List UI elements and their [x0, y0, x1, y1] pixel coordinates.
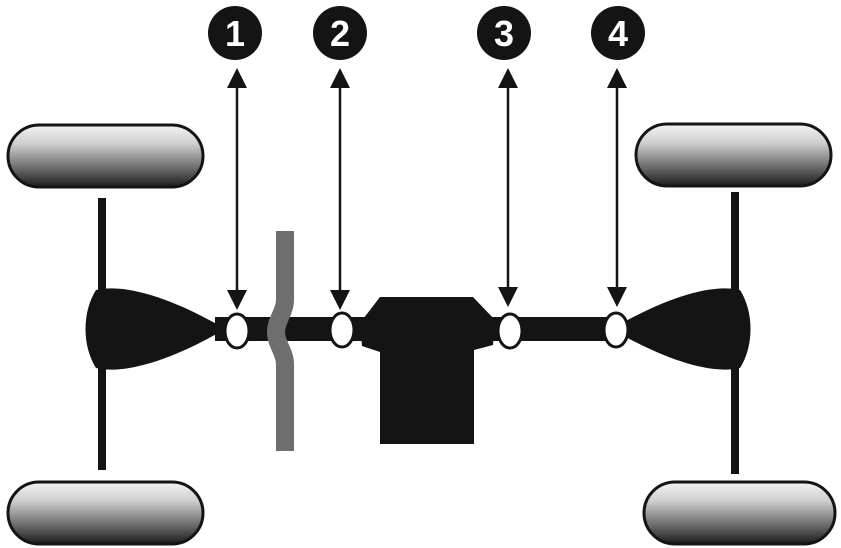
- callout-4-number: 4: [608, 13, 628, 54]
- callout-2: 2: [313, 6, 367, 60]
- joint-1: [223, 312, 251, 350]
- front-right-tire: [634, 122, 833, 188]
- transfer-case: [360, 297, 495, 444]
- joint-3: [496, 312, 524, 350]
- rear-left-tire: [6, 480, 205, 546]
- callout-2-number: 2: [330, 13, 350, 54]
- callout-1-number: 1: [225, 13, 245, 54]
- left-differential: [85, 288, 225, 370]
- rear-right-tire: [642, 480, 837, 546]
- joint-2: [328, 311, 356, 349]
- callout-1: 1: [208, 6, 262, 60]
- callout-3-number: 3: [494, 13, 514, 54]
- right-differential: [612, 288, 751, 370]
- divider-line: [266, 231, 294, 451]
- joint-4: [602, 311, 630, 349]
- callout-4: 4: [591, 6, 645, 60]
- callout-3: 3: [477, 6, 531, 60]
- front-left-tire: [6, 123, 205, 189]
